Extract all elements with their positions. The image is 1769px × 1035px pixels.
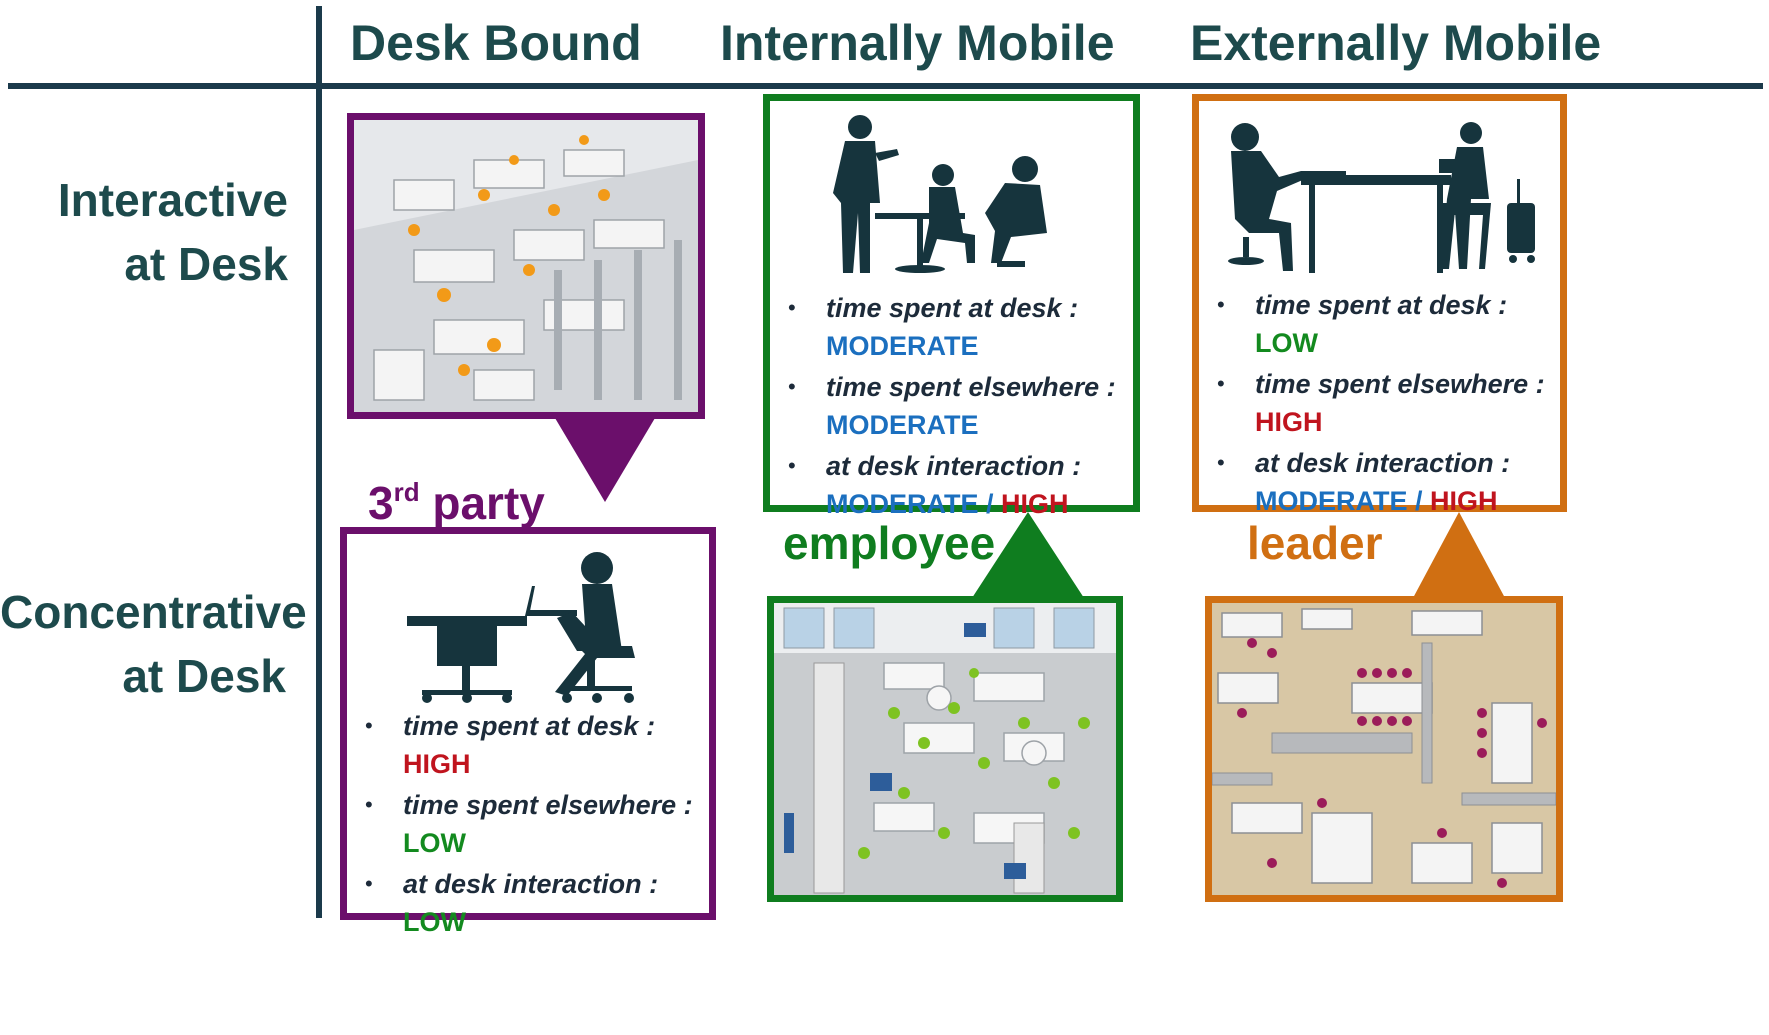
bullet-icon: • [365,713,373,738]
column-header-desk-bound: Desk Bound [350,15,642,71]
bullet-icon: • [1217,450,1225,475]
stat-level: MODERATE [826,410,979,440]
role-third-party-number: 3 [368,477,394,529]
person-at-laptop-silhouette [407,552,635,703]
stat-level: HIGH [403,749,471,779]
bullet-icon: • [365,871,373,896]
stat-level: LOW [403,828,466,858]
row-header-concentrative: Concentrative at Desk [0,580,307,708]
bullet-icon: • [788,374,796,399]
stat-level-2: HIGH [1430,486,1498,516]
row-header-concentrative-line1: Concentrative [0,586,307,638]
employee-stat-desk: • time spent at desk : MODERATE [788,289,1116,365]
bullet-icon: • [1217,371,1225,396]
stat-question: time spent at desk : [826,293,1079,323]
row-header-divider [316,6,322,918]
stat-question: time spent elsewhere : [403,790,693,820]
role-third-party-word: party [419,477,545,529]
employee-card: • time spent at desk : MODERATE • time spen… [763,94,1140,519]
role-third-party-suffix: rd [393,477,420,507]
row-header-interactive-line1: Interactive [57,174,288,226]
leader-silhouette [1228,122,1535,273]
employee-pointer-triangle [972,512,1084,598]
stat-question: at desk interaction : [1255,448,1511,478]
meeting-people-silhouette [833,115,1047,273]
desk-bound-pointer-triangle [555,418,655,502]
stat-level-2: HIGH [1001,489,1069,519]
leader-pointer-triangle [1413,512,1505,598]
employee-stats-list: • time spent at desk : MODERATE • time spen… [788,289,1116,523]
stat-level: MODERATE [1255,486,1408,516]
role-third-party: 3rd party [368,476,545,530]
stat-question: time spent elsewhere : [1255,369,1545,399]
leader-stat-interaction: • at desk interaction : MODERATE / HIGH [1217,444,1545,520]
employee-stat-elsewhere: • time spent elsewhere : MODERATE [788,368,1116,444]
stat-level: MODERATE [826,489,979,519]
internally-mobile-office-image-frame [767,596,1123,902]
stat-separator: / [978,489,1002,519]
role-leader: leader [1247,517,1383,569]
desk-bound-office-image-frame [347,113,705,419]
leader-stats-list: • time spent at desk : LOW • time spent els… [1217,286,1545,520]
bullet-icon: • [788,295,796,320]
executive-office-floorplan-illustration [1212,603,1556,895]
column-header-externally-mobile: Externally Mobile [1190,15,1602,71]
third-party-stat-desk: • time spent at desk : HIGH [365,707,693,783]
externally-mobile-office-image-frame [1205,596,1563,902]
stat-level: HIGH [1255,407,1323,437]
stat-question: time spent at desk : [1255,290,1508,320]
leader-card: • time spent at desk : LOW • time spent els… [1192,94,1567,516]
office-floorplan-illustration [354,120,698,412]
stat-level: MODERATE [826,331,979,361]
third-party-stats-list: • time spent at desk : HIGH • time spent el… [365,707,693,941]
column-header-internally-mobile: Internally Mobile [720,15,1115,71]
third-party-stat-elsewhere: • time spent elsewhere : LOW [365,786,693,862]
open-office-floorplan-illustration [774,603,1116,895]
leader-stat-elsewhere: • time spent elsewhere : HIGH [1217,365,1545,441]
role-employee: employee [783,517,996,569]
stat-question: at desk interaction : [826,451,1082,481]
stat-level: LOW [403,907,466,937]
third-party-stat-interaction: • at desk interaction : LOW [365,865,693,941]
stat-question: time spent elsewhere : [826,372,1116,402]
row-header-concentrative-line2: at Desk [122,650,286,702]
row-header-interactive: Interactive at Desk [20,168,288,296]
leader-stat-desk: • time spent at desk : LOW [1217,286,1545,362]
stat-level: LOW [1255,328,1318,358]
row-header-interactive-line2: at Desk [124,238,288,290]
bullet-icon: • [788,453,796,478]
third-party-card: • time spent at desk : HIGH • time spent el… [340,527,716,937]
bullet-icon: • [1217,292,1225,317]
bullet-icon: • [365,792,373,817]
header-divider [8,83,1763,89]
stat-question: at desk interaction : [403,869,659,899]
stat-separator: / [1407,486,1431,516]
employee-stat-interaction: • at desk interaction : MODERATE / HIGH [788,447,1116,523]
stat-question: time spent at desk : [403,711,656,741]
